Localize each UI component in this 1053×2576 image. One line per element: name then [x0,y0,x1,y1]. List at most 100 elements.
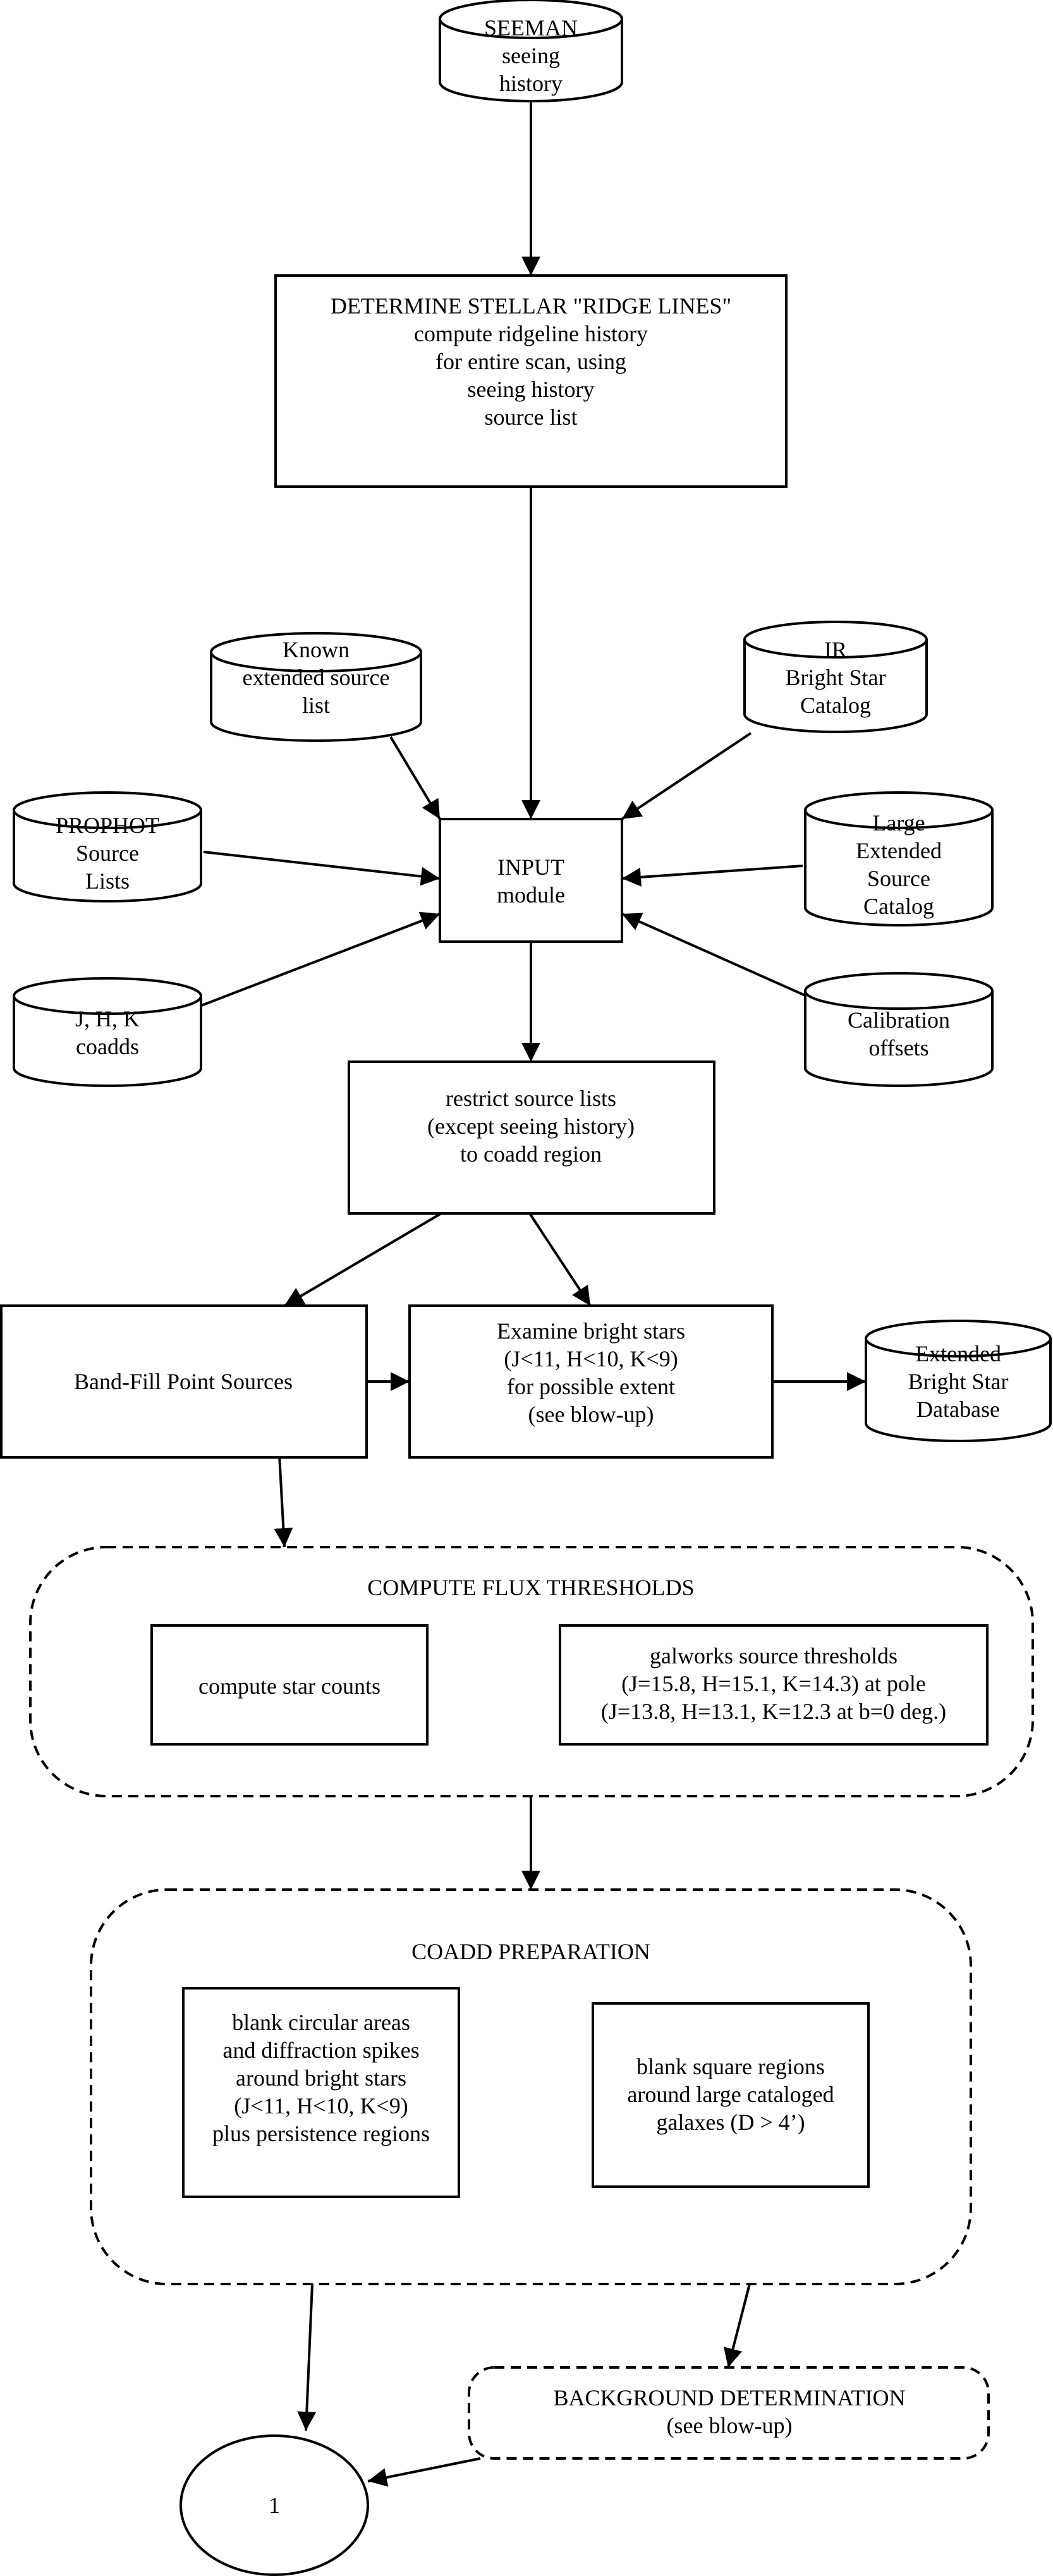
edge-ir-input [621,732,752,820]
restrict-source-lists-label-line: (except seeing history) [427,1114,635,1139]
extended-bright-star-label-line: Database [916,1397,1000,1422]
prophot-label-line: PROPHOT [56,813,159,838]
edges [199,101,866,2487]
edge-restrict-bandfill [283,1212,442,1307]
galworks-thresholds-label: galworks source thresholds (J=15.8, H=15.… [601,1643,946,1724]
blank-square-regions-label-line: galaxes (D > 4’) [656,2110,805,2135]
edge-restrict-examine [528,1212,592,1307]
known-extended-source-label-line: list [302,693,330,718]
known-extended-source-database[interactable]: Known extended source list [210,632,422,742]
calibration-offsets-label-line: Calibration [848,1007,950,1033]
ridge-lines-label-line: source list [485,404,578,430]
band-fill-point-sources-box[interactable]: Band-Fill Point Sources [0,1304,368,1459]
input-module-label-line: module [497,882,565,908]
edge-prophot-input [203,851,441,886]
examine-bright-stars-label-line: for possible extent [507,1374,675,1399]
coadd-preparation-title: COADD PREPARATION [411,1939,650,1964]
ir-bright-star-label-line: Catalog [800,693,871,718]
large-extended-source-label-line: Catalog [863,894,934,919]
edge-coadd-terminal [297,2283,317,2431]
background-determination-label-line: BACKGROUND DETERMINATION [554,2385,906,2410]
background-determination-box[interactable]: BACKGROUND DETERMINATION (see blow-up) [468,2366,990,2460]
galworks-thresholds-box[interactable]: galworks source thresholds (J=15.8, H=15.… [559,1624,989,1746]
band-fill-point-sources-label-line: Band-Fill Point Sources [74,1369,293,1394]
blank-circular-areas-box[interactable]: blank circular areas and diffraction spik… [182,1987,460,2198]
galworks-thresholds-label-line: galworks source thresholds [650,1643,898,1668]
prophot-label-line: Source [76,841,139,866]
seeman-label-line: SEEMAN [484,15,578,40]
known-extended-source-label-line: extended source [243,665,390,690]
connector-terminal[interactable]: 1 [180,2434,369,2576]
blank-circular-areas-label-line: around bright stars [236,2065,406,2091]
compute-star-counts-label-line: compute star counts [198,1674,380,1699]
large-extended-source-label-line: Source [867,866,930,891]
jhk-coadds-label-line: coadds [76,1034,139,1059]
background-determination-label-line: (see blow-up) [667,2413,793,2438]
ridge-lines-label: DETERMINE STELLAR "RIDGE LINES"compute r… [331,293,731,430]
galworks-thresholds-label-line: (J=13.8, H=13.1, K=12.3 at b=0 deg.) [601,1699,946,1724]
ridge-lines-label-line: for entire scan, using [435,349,626,374]
blank-circular-areas-label-line: (J<11, H<10, K<9) [234,2093,408,2118]
known-extended-source-label: Known extended source list [243,637,390,718]
blank-circular-areas-label: blank circular areas and diffraction spik… [212,2010,430,2146]
input-module-label-line: INPUT [497,854,564,880]
ir-bright-star-label-line: Bright Star [786,665,886,690]
edge-coadd-background [723,2283,751,2368]
jhk-coadds-label-line: J, H, K [75,1006,140,1031]
blank-square-regions-label-line: around large cataloged [627,2082,834,2107]
large-extended-source-label-line: Extended [856,838,942,863]
restrict-source-lists-box[interactable]: restrict source lists (except seeing hist… [348,1060,715,1215]
edge-large-input [621,865,803,887]
background-determination-label: BACKGROUND DETERMINATION (see blow-up) [554,2385,906,2438]
ridge-lines-label-line: seeing history [468,377,595,402]
ir-bright-star-label-line: IR [824,637,847,662]
examine-bright-stars-label-line: (J<11, H<10, K<9) [504,1346,678,1371]
known-extended-source-label-line: Known [283,637,350,662]
compute-flux-thresholds-title-line: COMPUTE FLUX THRESHOLDS [367,1575,694,1600]
examine-bright-stars-box[interactable]: Examine bright stars(J<11, H<10, K<9)for… [408,1304,774,1459]
band-fill-point-sources-label: Band-Fill Point Sources [74,1369,293,1394]
edge-calib-input [621,913,807,997]
blank-circular-areas-label-line: blank circular areas [232,2010,410,2035]
compute-flux-thresholds-title: COMPUTE FLUX THRESHOLDS [367,1575,694,1600]
connector-terminal-label-line: 1 [269,2493,280,2518]
jhk-coadds-label: J, H, K coadds [75,1006,140,1059]
compute-star-counts-label: compute star counts [198,1674,380,1699]
ridge-lines-label-line: DETERMINE STELLAR "RIDGE LINES" [331,293,731,319]
examine-bright-stars-label-line: (see blow-up) [528,1402,654,1427]
edge-known-input [389,736,441,820]
jhk-coadds-database[interactable]: J, H, K coadds [13,977,202,1087]
ridge-lines-label-line: compute ridgeline history [414,321,648,346]
calibration-offsets-label-line: offsets [868,1035,928,1060]
restrict-source-lists-label-line: restrict source lists [446,1086,616,1111]
restrict-source-lists-label-line: to coadd region [460,1141,602,1167]
extended-bright-star-label-line: Extended [915,1341,1001,1366]
blank-circular-areas-label-line: and diffraction spikes [222,2038,419,2063]
connector-terminal-label: 1 [269,2493,280,2518]
galworks-thresholds-label-line: (J=15.8, H=15.1, K=14.3) at pole [621,1671,926,1696]
edge-jhk-input [199,911,441,1007]
extended-bright-star-label-line: Bright Star [908,1369,1009,1394]
large-extended-source-label-line: Large [872,810,925,835]
ridge-lines-box[interactable]: DETERMINE STELLAR "RIDGE LINES"compute r… [274,274,788,488]
prophot-label-line: Lists [85,868,130,894]
compute-star-counts-box[interactable]: compute star counts [150,1624,429,1746]
seeman-label-line: history [499,71,563,96]
